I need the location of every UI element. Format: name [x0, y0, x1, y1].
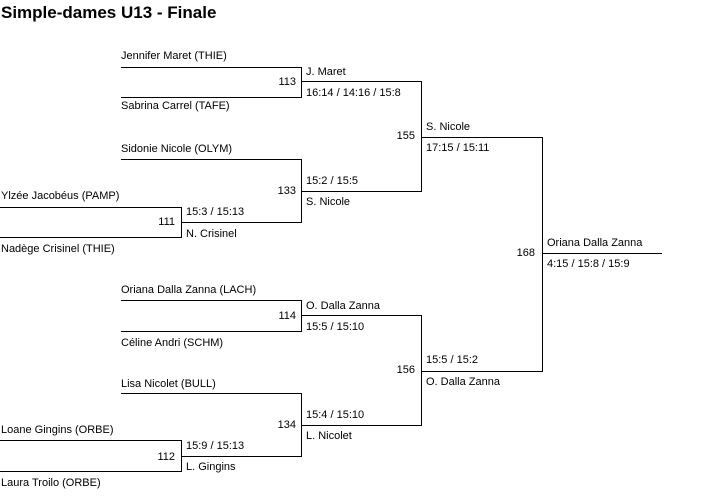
player-name: Sabrina Carrel (TAFE) — [121, 100, 230, 112]
match-number: 114 — [278, 310, 296, 322]
match-score: 15:9 / 15:13 — [186, 440, 245, 452]
match-number: 156 — [396, 364, 415, 376]
match-winner: L. Gingins — [186, 461, 236, 473]
player-name: Lisa Nicolet (BULL) — [121, 378, 216, 390]
bracket-line — [0, 207, 182, 208]
bracket-line — [121, 159, 302, 160]
bracket-line — [421, 137, 543, 138]
match-number: 168 — [516, 247, 535, 259]
match-number: 133 — [277, 185, 296, 197]
player-name: Sidonie Nicole (OLYM) — [121, 143, 233, 155]
bracket-line — [542, 253, 662, 254]
match-score: 15:5 / 15:10 — [306, 321, 365, 333]
player-name: Nadège Crisinel (THIE) — [1, 243, 115, 255]
match-score: 16:14 / 14:16 / 15:8 — [306, 87, 401, 99]
match-score: 15:4 / 15:10 — [306, 409, 365, 421]
match-number: 112 — [157, 451, 175, 463]
bracket-line — [421, 371, 543, 372]
match-score: 17:15 / 15:11 — [426, 142, 490, 154]
final-winner: Oriana Dalla Zanna — [547, 237, 643, 249]
match-number: 155 — [396, 130, 415, 142]
match-number: 111 — [158, 216, 175, 228]
match-winner: L. Nicolet — [306, 430, 352, 442]
bracket-line — [121, 300, 302, 301]
player-name: Laura Troilo (ORBE) — [1, 477, 101, 489]
match-number: 113 — [278, 76, 296, 88]
bracket-line — [121, 67, 302, 68]
bracket-line — [0, 237, 182, 238]
match-winner: O. Dalla Zanna — [426, 376, 500, 388]
bracket-line — [301, 67, 302, 98]
bracket-line — [301, 300, 302, 332]
bracket-line — [121, 331, 302, 332]
bracket-line — [301, 81, 422, 82]
bracket-line — [421, 81, 422, 192]
player-name: Oriana Dalla Zanna (LACH) — [121, 284, 257, 296]
match-winner: S. Nicole — [306, 196, 351, 208]
match-winner: J. Maret — [306, 66, 346, 78]
player-name: Céline Andri (SCHM) — [121, 337, 224, 349]
page-title: Simple-dames U13 - Finale — [1, 3, 217, 22]
match-winner: N. Crisinel — [186, 228, 237, 240]
match-winner: O. Dalla Zanna — [306, 300, 380, 312]
bracket-line — [181, 222, 302, 223]
bracket-line — [301, 315, 422, 316]
player-name: Jennifer Maret (THIE) — [121, 50, 227, 62]
bracket-line — [301, 191, 422, 192]
bracket-line — [181, 456, 302, 457]
bracket-line — [121, 97, 302, 98]
match-score: 15:2 / 15:5 — [306, 175, 358, 187]
match-score: 4:15 / 15:8 / 15:9 — [547, 258, 630, 270]
match-score: 15:3 / 15:13 — [186, 206, 245, 218]
bracket-line — [0, 440, 182, 441]
match-number: 134 — [277, 419, 296, 431]
player-name: Ylzée Jacobéus (PAMP) — [1, 190, 120, 202]
match-winner: S. Nicole — [426, 121, 471, 133]
bracket-line — [0, 471, 182, 472]
player-name: Loane Gingins (ORBE) — [1, 424, 114, 436]
bracket-line — [421, 315, 422, 426]
match-score: 15:5 / 15:2 — [426, 354, 478, 366]
bracket-line — [121, 393, 302, 394]
bracket-line — [301, 425, 422, 426]
bracket-line — [542, 137, 543, 372]
